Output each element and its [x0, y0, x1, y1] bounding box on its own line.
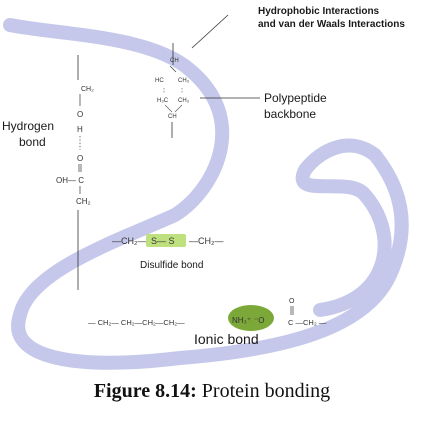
chem-h-left: H — [77, 125, 83, 134]
chem-s-s: S— S — [151, 236, 175, 246]
chem-o-top: O — [289, 298, 295, 305]
chem-ch3-mid: CH₃ — [178, 98, 190, 104]
polypeptide-label-2: backbone — [264, 107, 316, 121]
chem-oh-c: OH— C — [56, 176, 84, 185]
hydrogen-label-2: bond — [19, 135, 46, 149]
hydrophobic-v-right — [174, 104, 183, 113]
chem-o-lower: O — [77, 154, 83, 163]
chem-ch3-top: CH₃ — [178, 78, 190, 84]
chem-ch-mid: CH — [168, 114, 177, 120]
chem-o-left: O — [77, 110, 83, 119]
chem-h3c-mid: H₃C — [157, 98, 169, 104]
ss-box — [146, 234, 186, 247]
figure-caption: Figure 8.14: Protein bonding — [0, 380, 424, 403]
chem-ionic-chain: — CH₂— CH₂—CH₂—CH₂— — [88, 318, 185, 327]
chem-ionic-right: C —CH₂ — — [288, 318, 327, 327]
chem-ch: CH — [170, 58, 179, 64]
chem-disulfide-right: —CH₂— — [189, 236, 224, 246]
ionic-label: Ionic bond — [194, 331, 259, 347]
polypeptide-label-1: Polypeptide — [264, 91, 327, 105]
polypeptide-backbone-ribbon — [3, 18, 409, 370]
chem-disulfide-left: —CH₂— — [112, 236, 147, 246]
chem-ch2-lower: CH₂ — [76, 197, 91, 206]
disulfide-label: Disulfide bond — [140, 260, 203, 271]
figure-label: Figure 8.14: — [93, 380, 197, 402]
hydrophobic-bond — [169, 65, 177, 73]
hydrophobic-label-2: and van der Waals Interactions — [258, 19, 405, 30]
hydrophobic-pointer — [191, 14, 229, 49]
hydrophobic-v-left — [164, 104, 173, 113]
hydrogen-label-1: Hydrogen — [2, 119, 54, 133]
ionic-blob — [228, 305, 274, 331]
chem-ch2-top: CH₂ — [81, 86, 94, 93]
figure-title: Protein bonding — [201, 380, 331, 402]
chem-hc-top: HC — [155, 78, 164, 84]
hydrophobic-label-1: Hydrophobic Interactions — [258, 6, 380, 17]
chem-o-minus: ⁻O — [254, 316, 264, 325]
chem-nh3: NH₃⁺ — [232, 316, 251, 325]
